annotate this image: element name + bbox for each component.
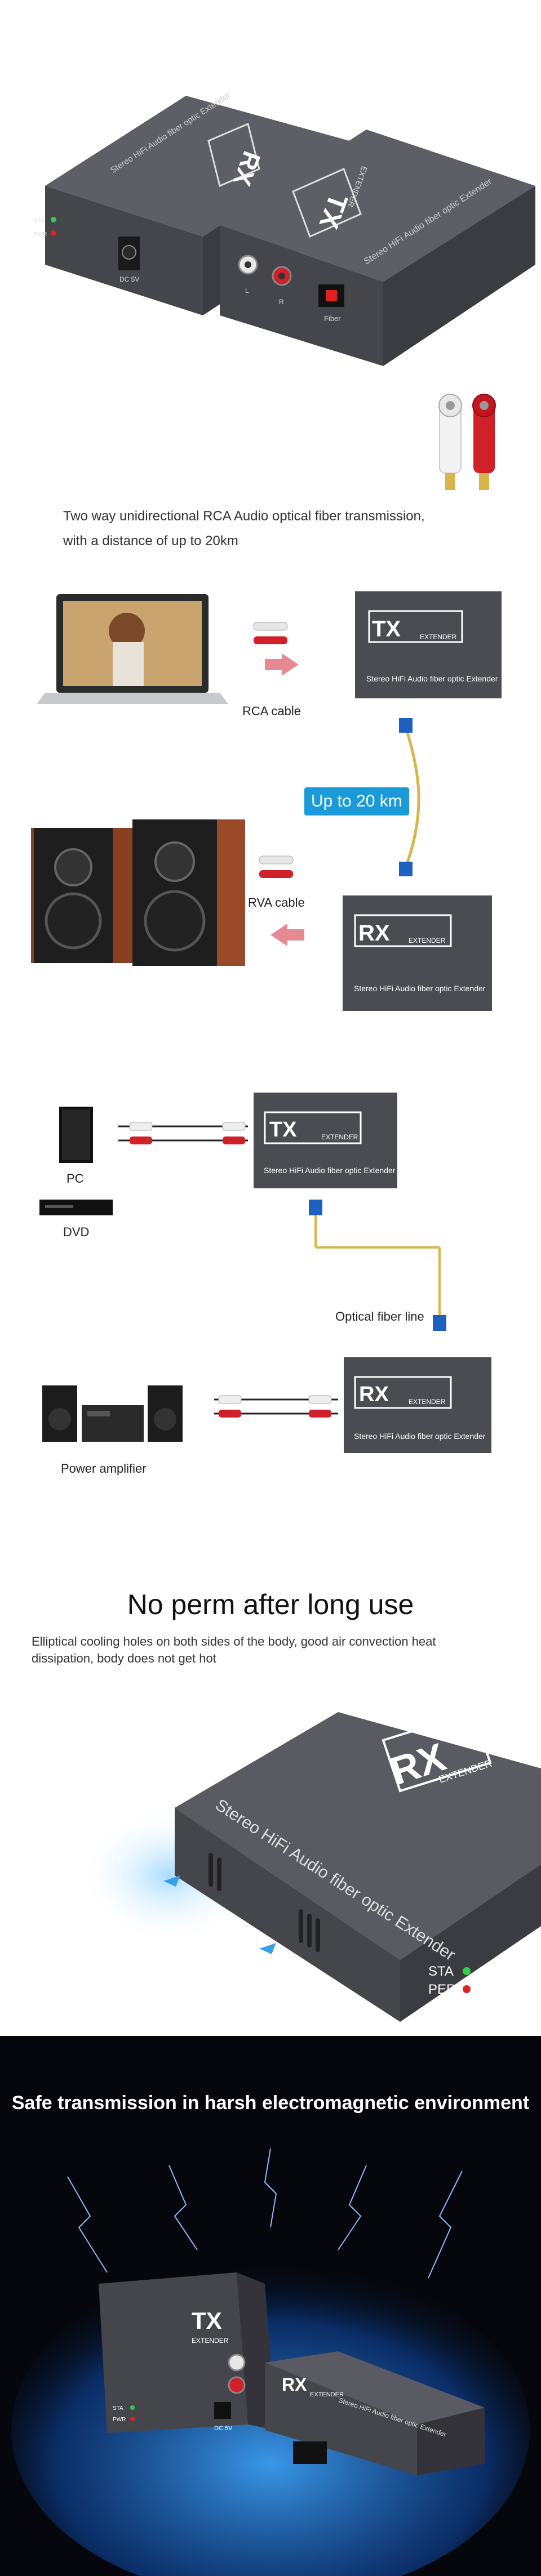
distance-badge: Up to 20 km [304,787,409,815]
dvd-label: DVD [63,1225,90,1239]
tx-box: TX EXTENDER Stereo HiFi Audio fiber opti… [355,591,502,698]
tx-extender: EXTENDER [420,633,457,641]
tx-box: TX EXTENDER Stereo HiFi Audio fiber opti… [254,1093,397,1188]
tx-device: TX EXTENDER DC 5V STA PWR [99,2272,276,2433]
pc-amplifier-section: TX EXTENDER Stereo HiFi Audio fiber opti… [0,1073,541,1552]
fiber-label: Fiber [324,314,341,323]
dvd-icon [39,1200,113,1215]
sta-label: STA [113,2405,123,2412]
sta-label: STA [428,1964,454,1979]
rva-cable-label: RVA cable [248,895,305,910]
intro-line-2: with a distance of up to 20km [63,533,238,549]
rca-cable-label: RCA cable [242,704,301,718]
cooling-desc-line-1: Elliptical cooling holes on both sides o… [32,1634,436,1648]
emi-title: Safe transmission in harsh electromagnet… [11,2092,530,2114]
pc-amplifier-illustration: TX EXTENDER Stereo HiFi Audio fiber opti… [39,1093,491,1453]
rx-device: RX EXTENDER Stereo HiFi Audio fiber opti… [265,2351,485,2475]
hero-section: RX Stereo HiFi Audio fiber optic Extende… [0,0,541,569]
l-label: L [245,287,249,295]
rx-logo: RX [358,921,390,946]
rx-logo: RX [359,1383,389,1406]
hero-devices-illustration: RX Stereo HiFi Audio fiber optic Extende… [34,91,535,490]
pwr-led [51,230,56,236]
pwr-label: PWR [34,231,47,238]
emi-section: Safe transmission in harsh electromagnet… [0,2036,541,2576]
tx-device: TX EXTENDER Stereo HiFi Audio fiber opti… [220,130,535,366]
r-label: R [279,298,284,306]
per-label: PER [428,1982,456,1997]
speakers-icon [31,819,245,966]
tx-name: Stereo HiFi Audio fiber optic Extender [366,674,498,683]
tx-logo: TX [372,617,401,641]
rca-cables-bottom [214,1395,338,1418]
pc-label: PC [66,1171,84,1186]
rca-adapters [438,394,496,490]
laptop-speaker-section: RCA cable TX EXTENDER Stereo HiFi Audio … [0,569,541,1019]
rx-box: RX EXTENDER Stereo HiFi Audio fiber opti… [343,895,492,1011]
rx-extender: EXTENDER [310,2391,344,2398]
tx-extender: EXTENDER [192,2337,229,2345]
dc-label: DC 5V [119,275,139,283]
tx-name: Stereo HiFi Audio fiber optic Extender [264,1166,396,1175]
laptop-icon [37,594,228,704]
pwr-led [130,2417,135,2421]
rx-name: Stereo HiFi Audio fiber optic Extender [354,984,486,993]
optical-line-label: Optical fiber line [335,1309,424,1323]
rx-name: Stereo HiFi Audio fiber optic Extender [354,1432,486,1441]
per-led [463,1985,471,1993]
dc-label: DC 5V [214,2425,233,2432]
optical-fiber [309,1200,446,1331]
tx-logo: TX [269,1118,297,1142]
laptop-speaker-illustration: RCA cable TX EXTENDER Stereo HiFi Audio … [31,591,502,1011]
cooling-desc-line-2: dissipation, body does not get hot [32,1651,216,1665]
rx-logo: RX [282,2374,307,2395]
emi-devices-illustration: TX EXTENDER DC 5V STA PWR RX EXTENDER St… [11,2148,530,2576]
rca-plugs-top [253,622,299,676]
rx-extender: EXTENDER [409,937,446,944]
pwr-label: PWR [113,2417,126,2423]
intro-line-1: Two way unidirectional RCA Audio optical… [63,509,425,524]
power-amplifier-label: Power amplifier [61,1461,147,1476]
sta-led [130,2405,135,2410]
rx-box: RX EXTENDER Stereo HiFi Audio fiber opti… [344,1357,491,1453]
fiber-cable [399,718,420,876]
sta-led [51,217,56,222]
cooling-section: No perm after long use Elliptical coolin… [0,1566,541,2027]
sta-led [463,1967,471,1975]
cooling-title: No perm after long use [127,1589,414,1620]
rca-plugs-bottom [259,855,304,946]
sta-label: STA [34,218,45,224]
rx-extender: EXTENDER [409,1398,446,1406]
pc-icon [59,1107,93,1163]
amplifier-icon [42,1385,183,1442]
tx-logo: TX [192,2307,222,2334]
rca-cables-top [118,1122,248,1144]
cooling-device-illustration: RX EXTENDER Stereo HiFi Audio fiber opti… [79,1710,541,2022]
tx-extender: EXTENDER [321,1133,358,1141]
